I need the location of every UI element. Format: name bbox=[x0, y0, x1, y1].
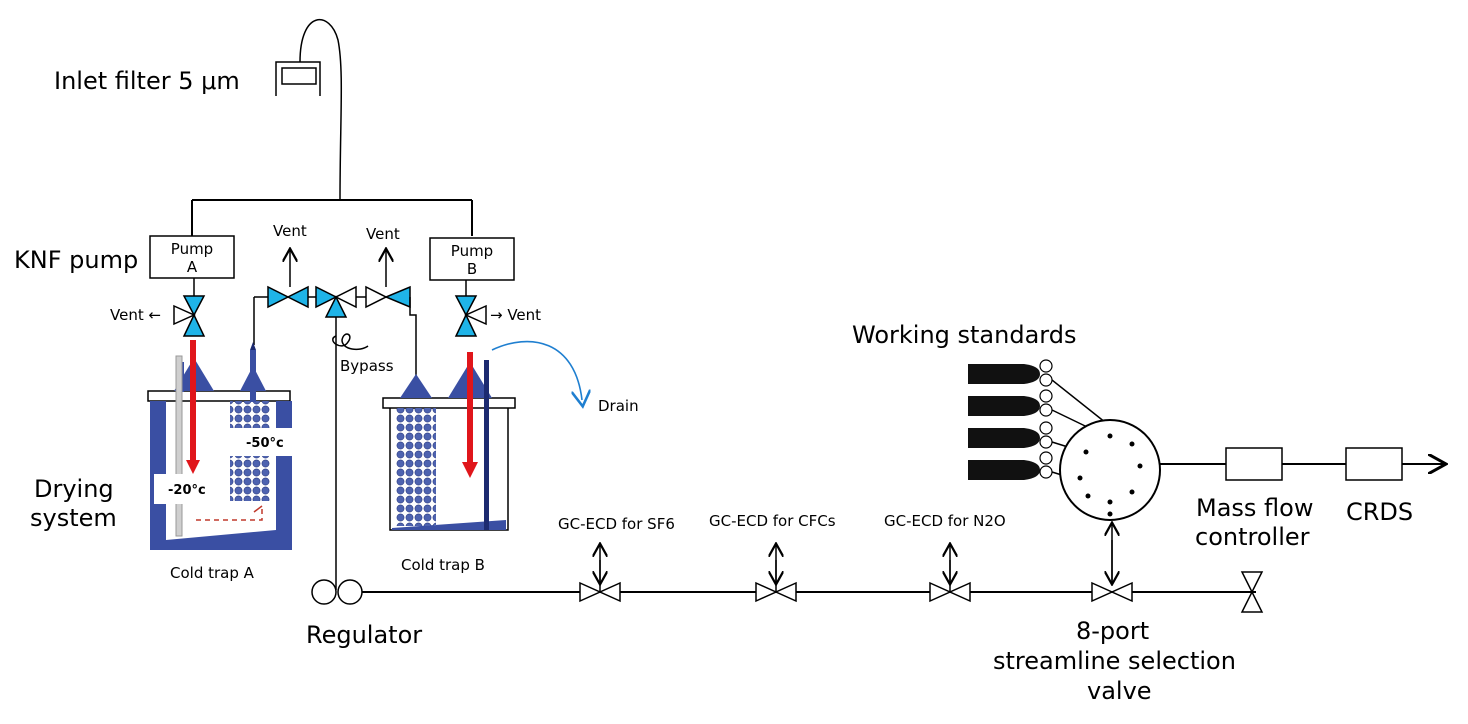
inlet-filter-label: Inlet filter 5 μm bbox=[54, 67, 240, 95]
cold-trap-a-label: Cold trap A bbox=[170, 564, 255, 582]
temp-mid-label: -50°c bbox=[246, 436, 284, 451]
vent-label-1: Vent bbox=[273, 222, 307, 240]
gc-cfcs-valve-icon bbox=[755, 545, 797, 603]
top-manifold bbox=[191, 199, 473, 236]
eight-port-valve bbox=[1059, 419, 1161, 521]
svg-text:A: A bbox=[187, 258, 198, 276]
gc-n2o-valve-icon bbox=[929, 545, 971, 603]
drain-arrow-icon bbox=[491, 340, 582, 400]
cold-trap-b bbox=[382, 352, 516, 531]
knf-pump-label: KNF pump bbox=[14, 246, 138, 274]
vent-b-label: → Vent bbox=[490, 306, 541, 324]
drain-label: Drain bbox=[598, 397, 639, 415]
valve8-label-3: valve bbox=[1087, 677, 1152, 705]
bypass-label: Bypass bbox=[340, 357, 394, 375]
cold-trap-b-label: Cold trap B bbox=[401, 556, 485, 574]
drying-system-label-1: Drying bbox=[34, 475, 114, 503]
mfc-label-2: controller bbox=[1195, 523, 1310, 551]
valve8-label-2: streamline selection bbox=[993, 647, 1236, 675]
crds-label: CRDS bbox=[1346, 498, 1413, 526]
svg-text:Pump: Pump bbox=[451, 242, 493, 260]
selection-valve-icon bbox=[1091, 524, 1133, 603]
svg-text:B: B bbox=[467, 260, 477, 278]
end-valve-icon bbox=[1240, 571, 1264, 613]
valve-b-icon bbox=[454, 280, 487, 337]
pump-a: Pump A bbox=[149, 235, 235, 279]
working-standards-label: Working standards bbox=[852, 321, 1076, 349]
mass-flow-controller bbox=[1225, 447, 1283, 481]
valve8-label-1: 8-port bbox=[1076, 617, 1149, 645]
cold-trap-a bbox=[147, 340, 292, 550]
bypass-coil-icon bbox=[332, 333, 369, 351]
gc-sf6-valve-icon bbox=[579, 545, 621, 603]
pump-b: Pump B bbox=[429, 237, 515, 281]
valve-a-icon bbox=[173, 278, 206, 337]
crds-box bbox=[1345, 447, 1403, 481]
drying-system-label-2: system bbox=[30, 504, 117, 532]
mfc-label-1: Mass flow bbox=[1196, 494, 1313, 522]
vent-a-label: Vent ← bbox=[110, 306, 161, 324]
gc-n2o-label: GC-ECD for N2O bbox=[884, 512, 1006, 530]
regulator-icon bbox=[311, 579, 363, 605]
valve-bank bbox=[253, 250, 417, 590]
regulator-label: Regulator bbox=[306, 621, 422, 649]
gc-cfcs-label: GC-ECD for CFCs bbox=[709, 512, 836, 530]
vent-label-2: Vent bbox=[366, 225, 400, 243]
gc-sf6-label: GC-ECD for SF6 bbox=[558, 515, 675, 533]
svg-text:Pump: Pump bbox=[171, 240, 213, 258]
working-standard-cylinders bbox=[968, 359, 1053, 480]
inlet-filter bbox=[275, 19, 343, 201]
temp-a-label: -20°c bbox=[168, 483, 206, 498]
